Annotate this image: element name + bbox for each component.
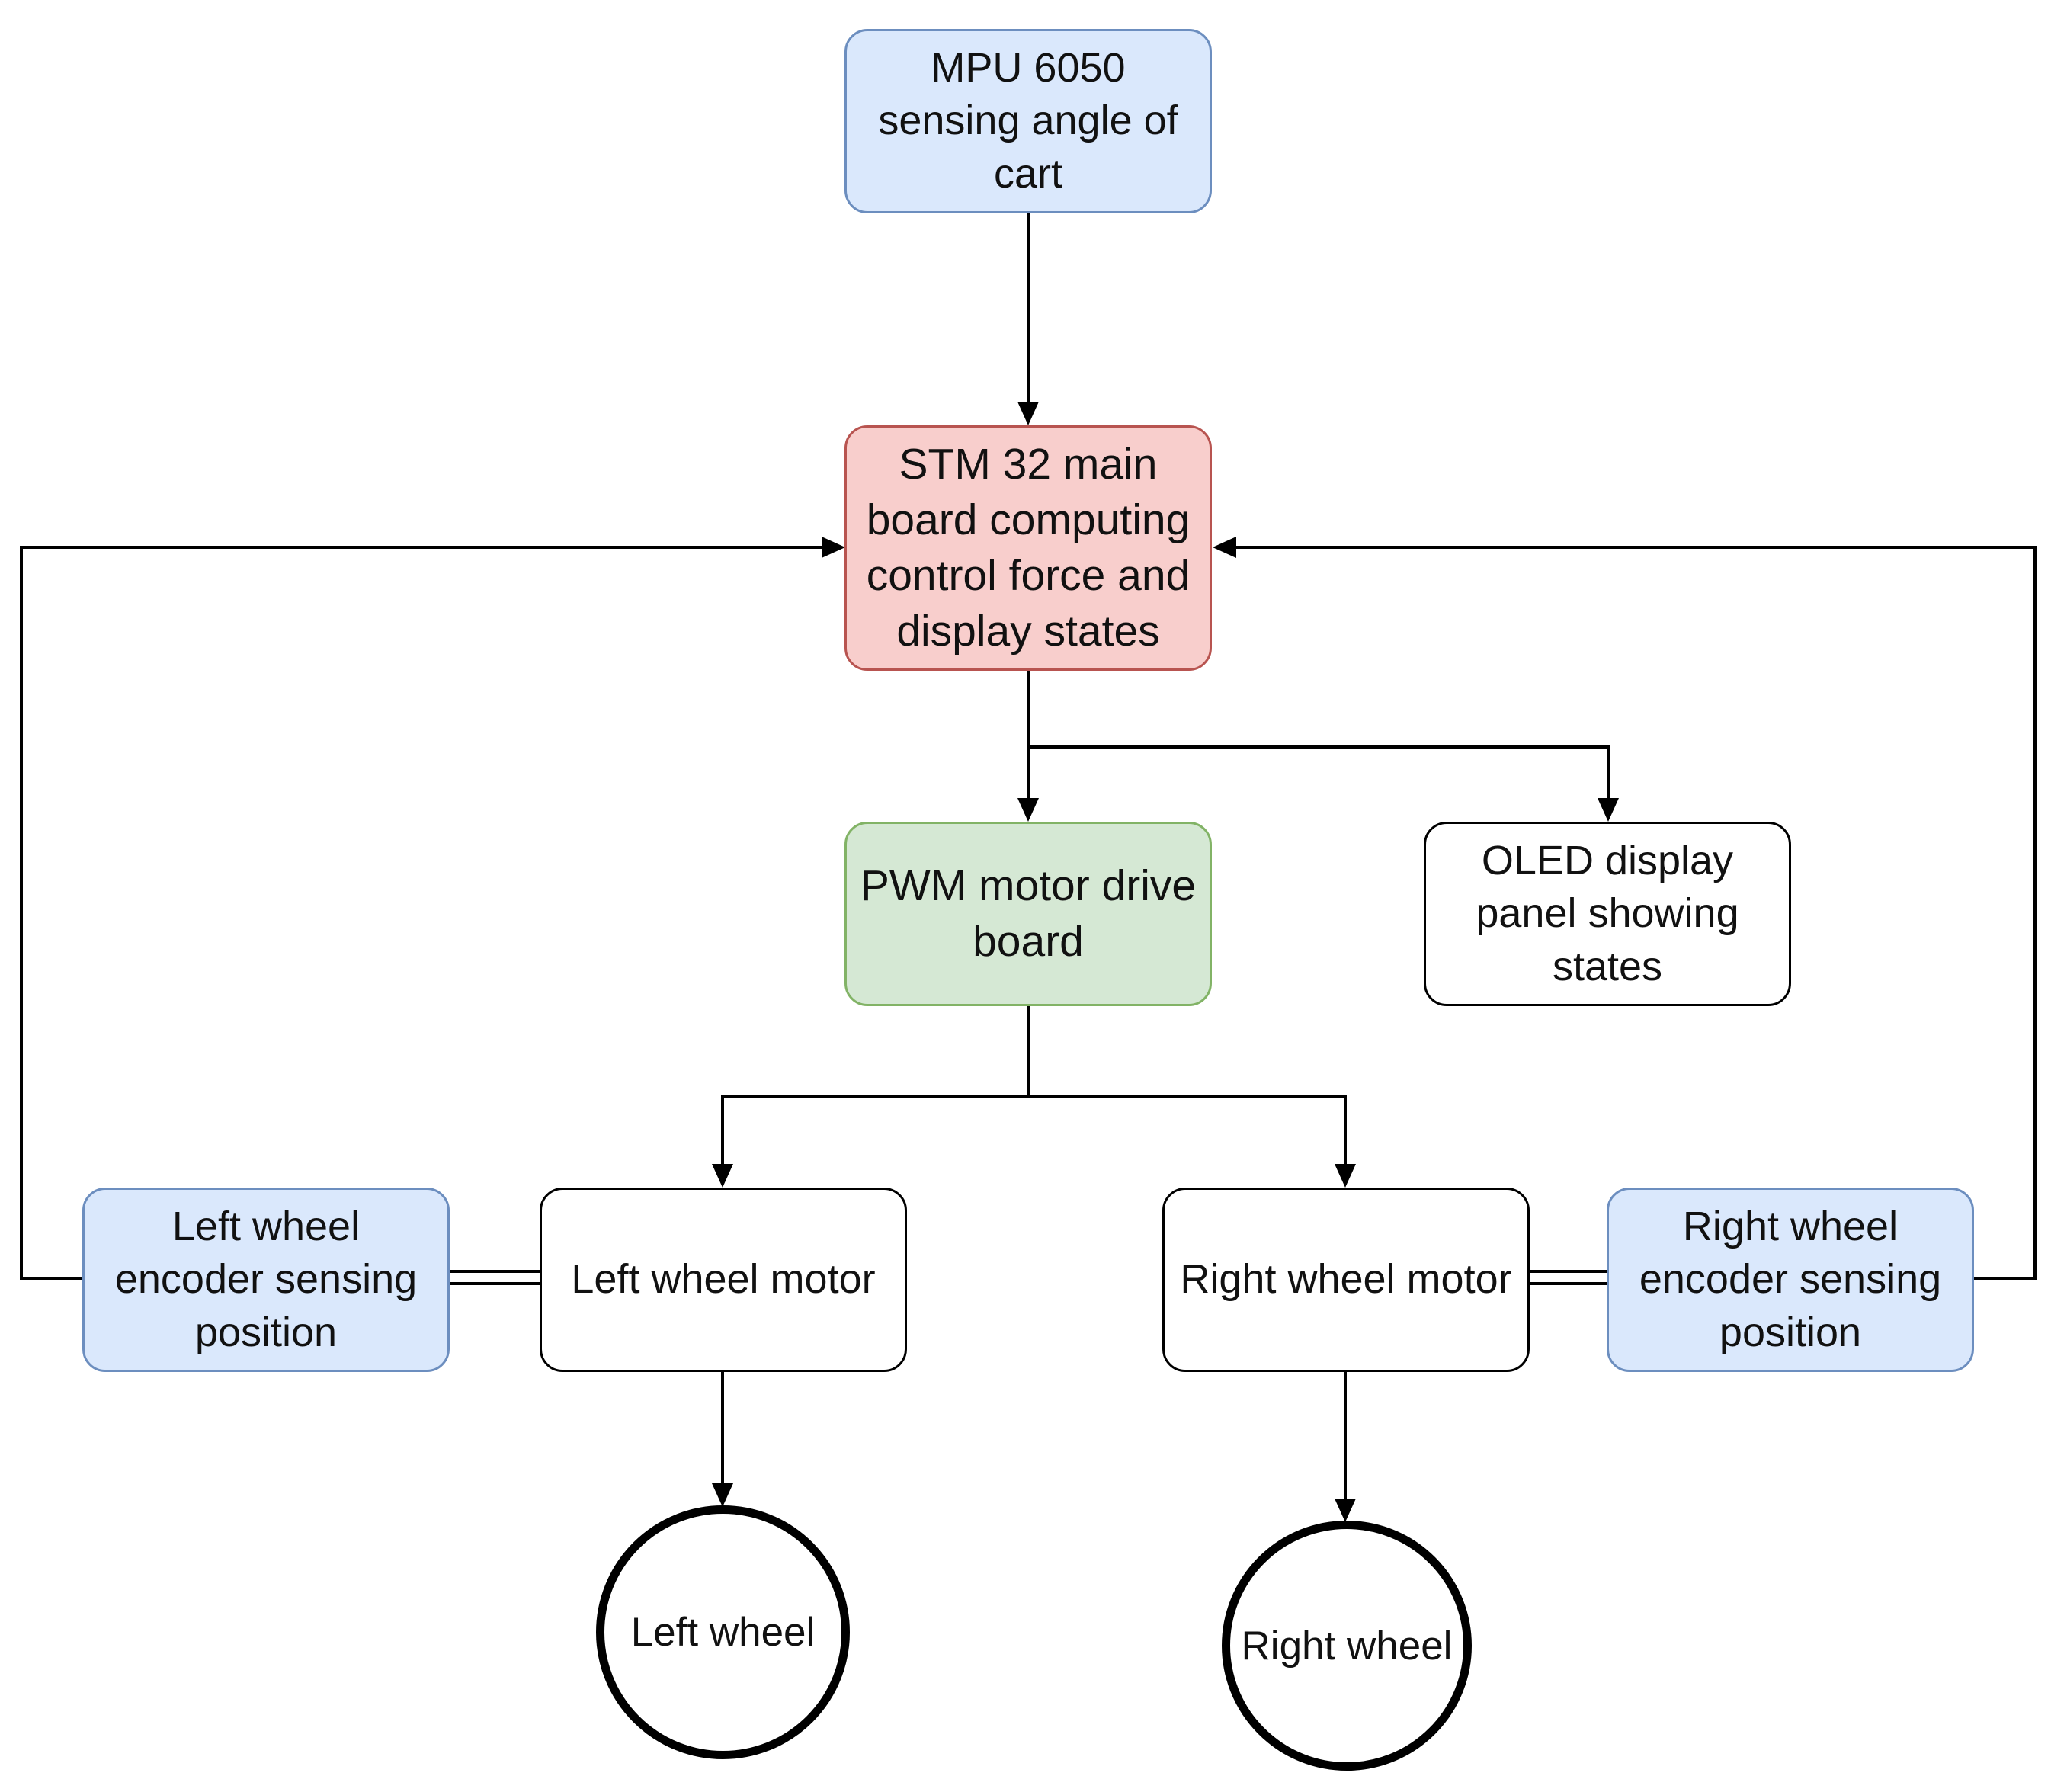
pwm-motor-drive-board-node: PWM motor drive board [844, 822, 1212, 1006]
edge-right-encoder-feedback [1219, 546, 2037, 1280]
edge-stm-to-oled [1028, 745, 1610, 816]
right-wheel-motor-node: Right wheel motor [1162, 1188, 1530, 1372]
edge-pwm-split [721, 1006, 1030, 1181]
arrowhead-left-motor-top [712, 1164, 733, 1188]
edge-left-encoder-feedback [20, 546, 838, 1280]
arrowhead-right-wheel-top [1335, 1499, 1356, 1522]
left-wheel-encoder-node: Left wheel encoder sensing position [82, 1188, 450, 1372]
stm32-main-board-node: STM 32 main board computing control forc… [844, 425, 1212, 671]
oled-display-node: OLED display panel showing states [1424, 822, 1791, 1006]
left-wheel-motor-node: Left wheel motor [540, 1188, 907, 1372]
arrowhead-stm-right [1213, 537, 1236, 558]
edge-pwm-to-right-motor [1028, 1095, 1347, 1181]
arrowhead-stm-left [822, 537, 845, 558]
mpu-6050-node: MPU 6050 sensing angle of cart [844, 29, 1212, 213]
arrowhead-pwm-top [1017, 798, 1039, 822]
arrowhead-left-wheel-top [712, 1483, 733, 1507]
right-wheel-node: Right wheel [1222, 1521, 1472, 1771]
arrowhead-stm-top [1017, 402, 1039, 425]
right-wheel-encoder-node: Right wheel encoder sensing position [1607, 1188, 1974, 1372]
left-wheel-node: Left wheel [596, 1505, 850, 1759]
arrowhead-right-motor-top [1335, 1164, 1356, 1188]
arrowhead-oled-top [1598, 798, 1619, 822]
